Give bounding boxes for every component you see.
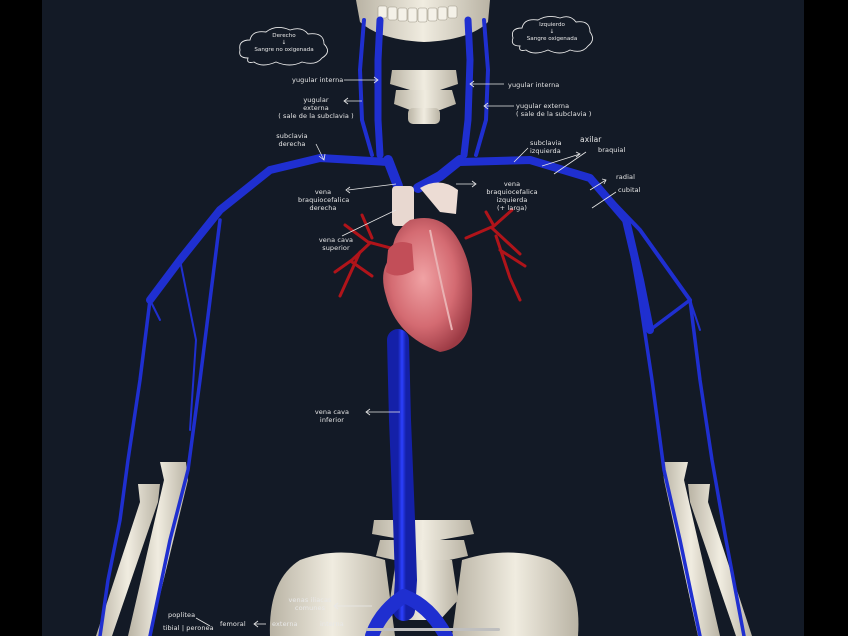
veins xyxy=(98,16,746,636)
label-venas-iliacas-comunes: venas iliacas comunes xyxy=(288,596,332,612)
heart xyxy=(383,182,473,352)
label-subclavia-izquierda: subclavia izquierda xyxy=(530,139,562,155)
label-axilar: axilar xyxy=(580,135,602,144)
label-yugular-externa-derecha: yugular externa ( sale de la subclavia ) xyxy=(278,96,354,120)
cervical-spine xyxy=(390,70,458,124)
label-yugular-interna-derecha: yugular interna xyxy=(292,76,344,84)
cloud-left-text: Izquierdo ↓ Sangre oxigenada xyxy=(526,22,578,42)
label-femoral: femoral xyxy=(220,620,246,628)
label-braquiocefalica-izquierda: vena braquiocefalica izquierda (+ larga) xyxy=(486,180,538,212)
label-subclavia-derecha: subclavia derecha xyxy=(276,132,308,148)
label-poplitea: poplitea xyxy=(168,611,196,619)
label-radial: radial xyxy=(616,173,635,181)
label-braquiocefalica-derecha: vena braquiocefalica derecha xyxy=(298,188,350,212)
label-yugular-interna-izquierda: yugular interna xyxy=(508,81,560,89)
skull xyxy=(356,0,490,42)
label-cubital: cubital xyxy=(618,186,641,194)
label-externa: externa xyxy=(272,620,298,628)
label-tibial-peronea: tibial | peronea xyxy=(163,624,214,632)
label-braquial: braquial xyxy=(598,146,626,154)
label-yugular-externa-izquierda: yugular externa ( sale de la subclavia ) xyxy=(516,102,592,118)
label-interna: interna xyxy=(320,620,344,628)
home-indicator[interactable] xyxy=(366,628,500,631)
cloud-left-note xyxy=(511,15,593,54)
cloud-right-note xyxy=(239,27,328,66)
label-vena-cava-superior: vena cava superior xyxy=(318,236,354,252)
cloud-right-text: Derecho ↓ Sangre no oxigenada xyxy=(254,33,314,53)
label-vena-cava-inferior: vena cava inferior xyxy=(314,408,350,424)
